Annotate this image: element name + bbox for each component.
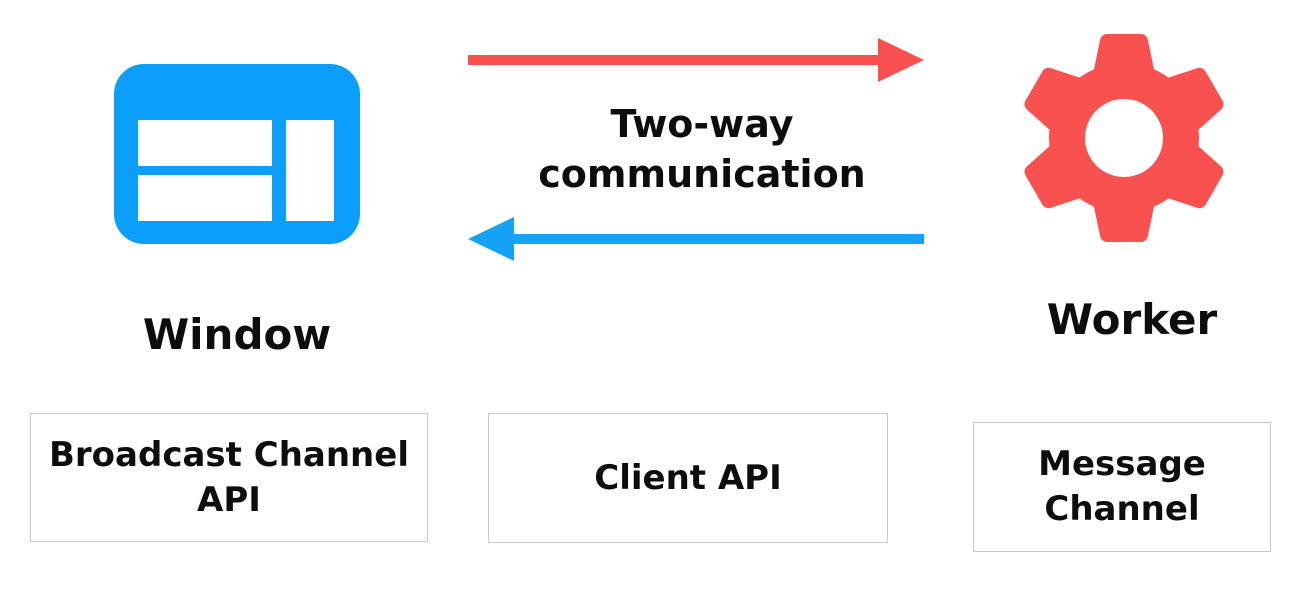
window-icon [114,64,360,244]
api-box-label: Message Channel [1038,444,1206,529]
api-box-label: Broadcast Channel API [49,434,409,520]
api-box-label: Client API [594,457,782,498]
two-way-communication-label: Two-way communication [538,102,866,196]
api-box-broadcast-channel: Broadcast Channel API [30,413,428,542]
api-box-client: Client API [488,413,888,543]
window-label: Window [142,310,332,359]
arrow-right-icon [466,36,926,84]
api-box-message-channel: Message Channel [973,422,1271,552]
gear-icon [1018,32,1230,244]
worker-label: Worker [1046,295,1218,344]
arrow-left-icon [466,215,926,263]
